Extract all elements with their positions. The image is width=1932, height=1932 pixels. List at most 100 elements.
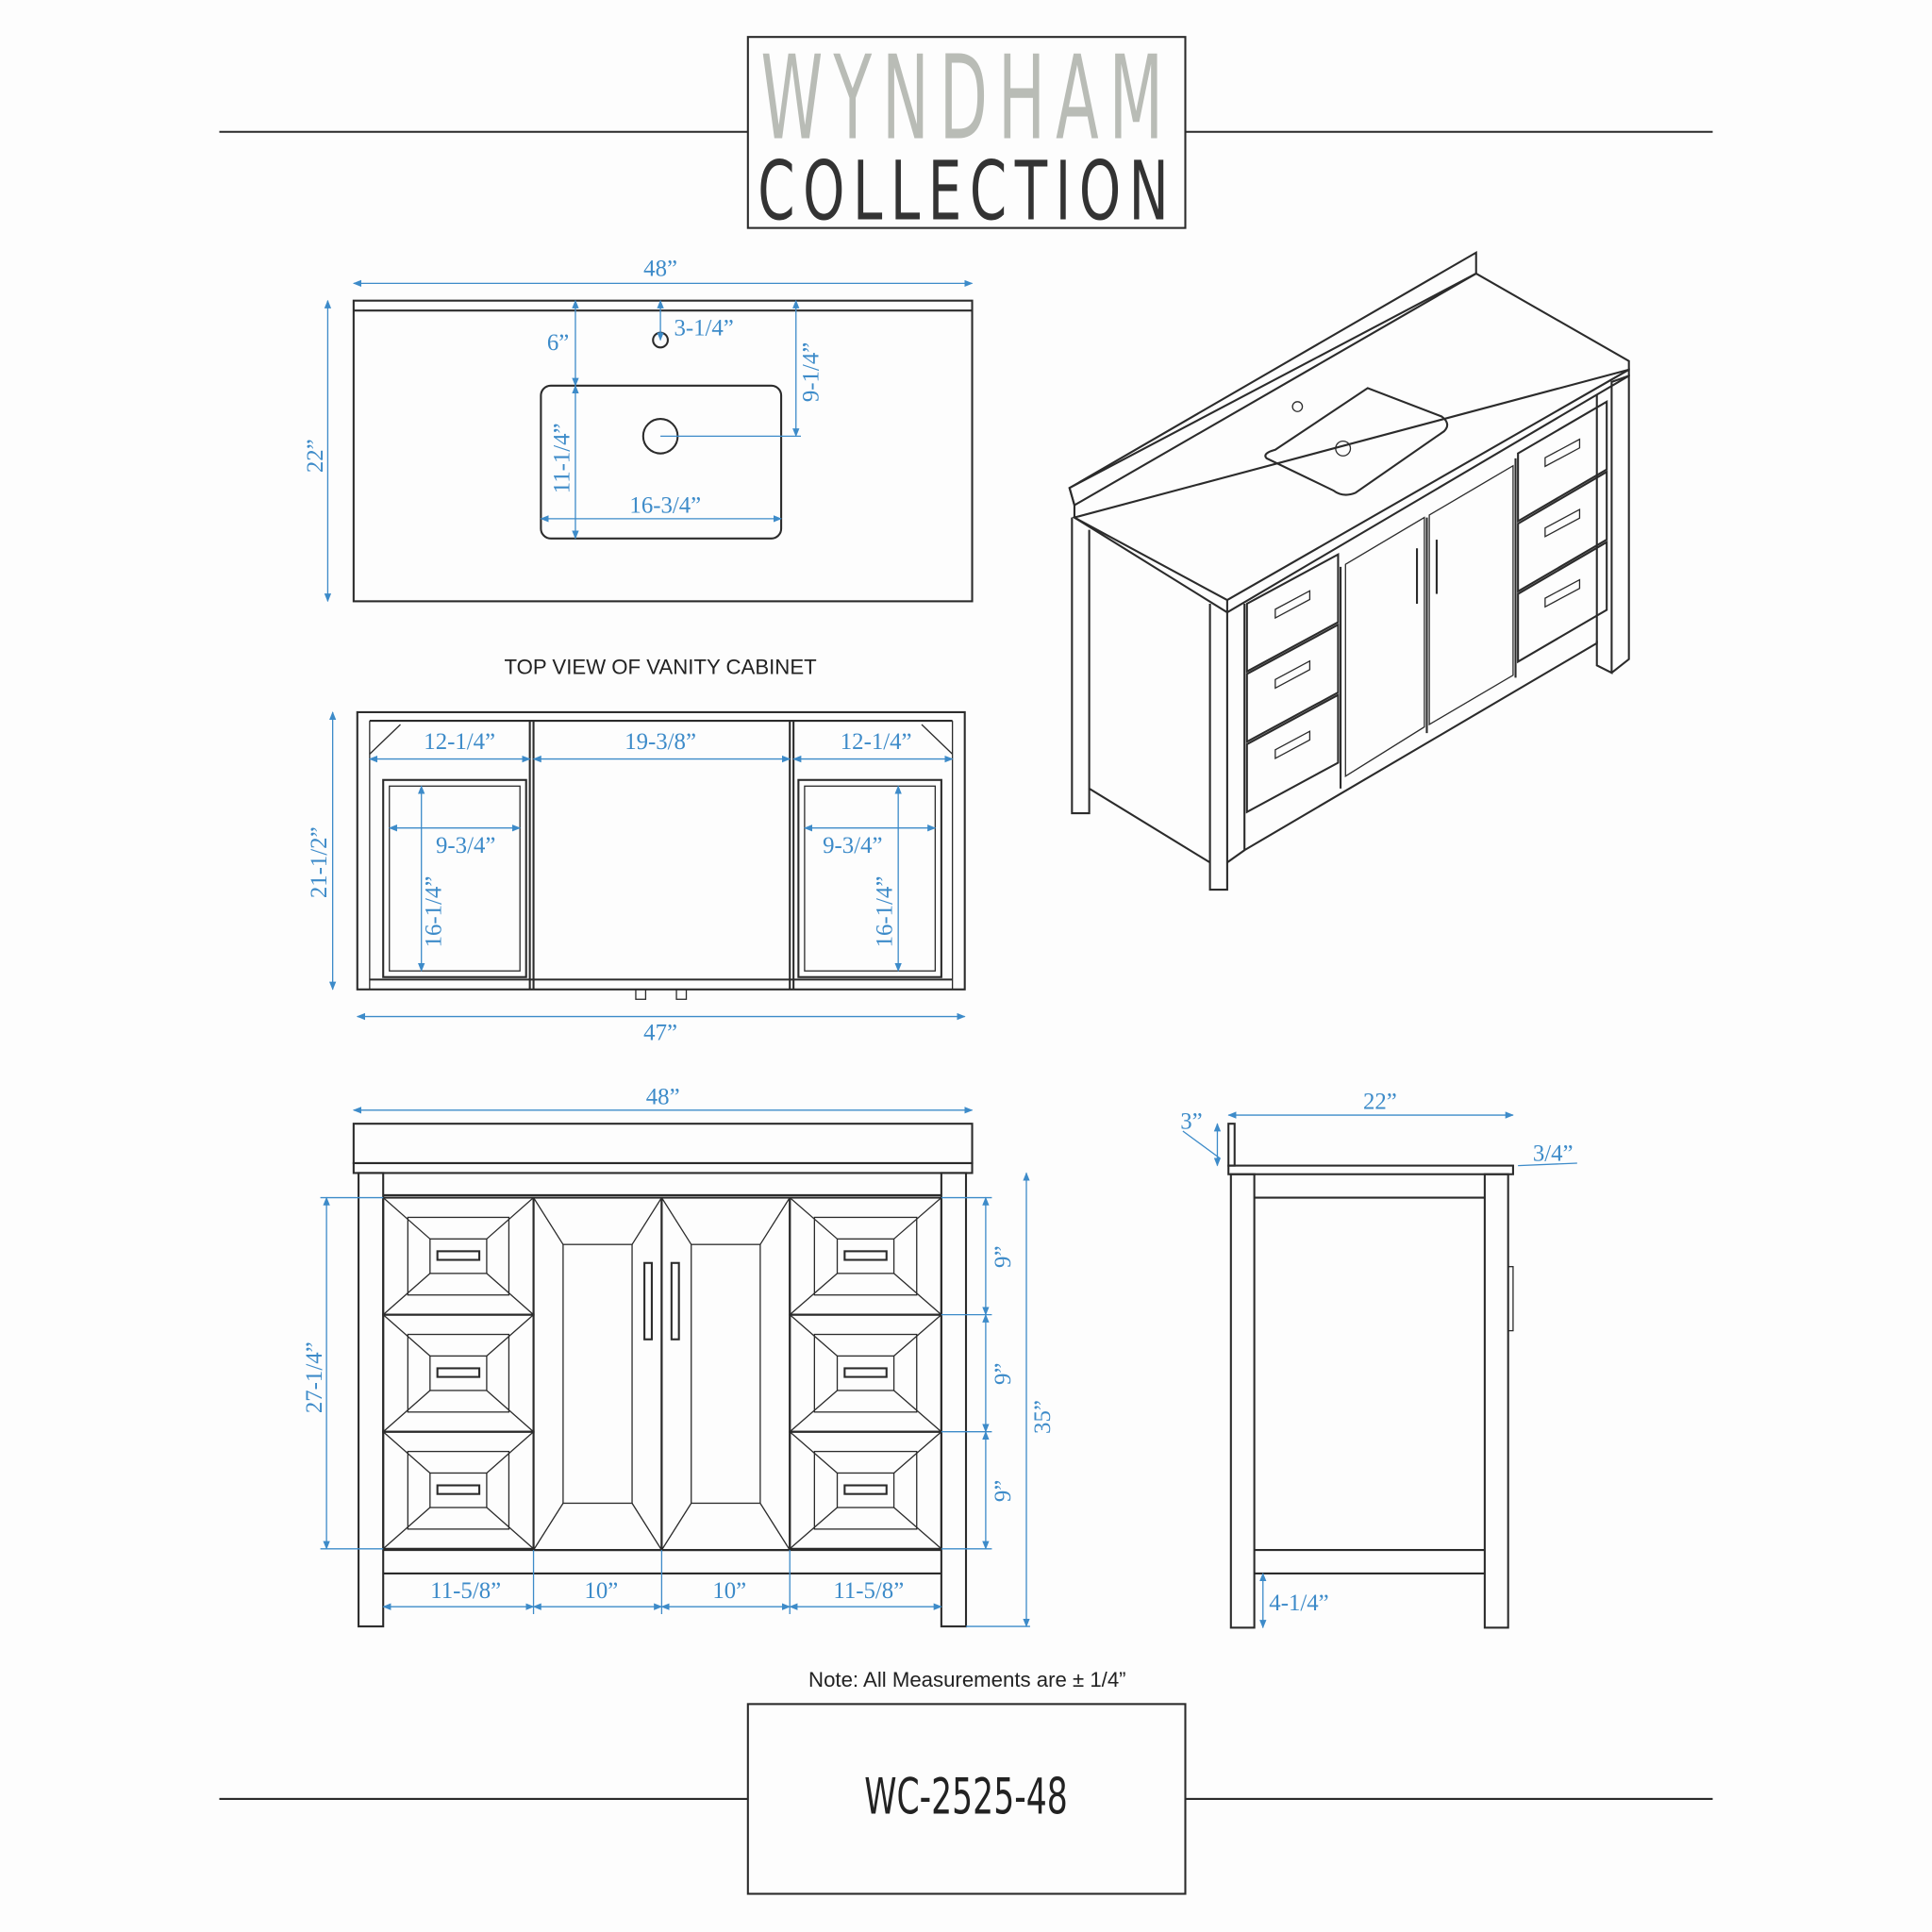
drawer-outline — [789, 1196, 942, 1316]
drawer-panel — [813, 1216, 918, 1296]
bevel-line — [382, 1314, 431, 1357]
dim-cabinet-height: 27-1/4” — [302, 1341, 327, 1413]
door-handle-icon — [670, 1261, 680, 1341]
bevel-line — [759, 1503, 791, 1551]
front-view-drawing: 48” 27-1/4” 35” 9” 9” 9” 11-5/8” 10” 10”… — [302, 1084, 1056, 1628]
bevel-line — [486, 1197, 534, 1240]
door-handle-icon — [643, 1261, 653, 1341]
bevel-line — [789, 1390, 838, 1433]
bevel-line — [486, 1273, 534, 1316]
perspective-drawer — [1517, 470, 1608, 593]
dim-top-thickness: 3/4” — [1533, 1141, 1574, 1166]
drawer-outline — [382, 1430, 535, 1550]
dim-right-drawer-depth: 16-1/4” — [873, 876, 898, 948]
dim-top-width: 48” — [643, 257, 677, 282]
drawer-front — [789, 1430, 942, 1550]
drawer-handle-icon — [1274, 590, 1311, 620]
bevel-line — [486, 1314, 534, 1357]
drawer-outline — [1517, 470, 1608, 593]
drawer-handle-icon — [1274, 659, 1311, 690]
dim-drawer-height-3: 9” — [991, 1480, 1016, 1502]
drawer-handle-icon — [843, 1484, 888, 1495]
drawer-outline — [382, 1196, 535, 1316]
drawer-outline — [1245, 553, 1340, 674]
brand-logo-collection: COLLECTION — [758, 144, 1176, 239]
perspective-drawer — [1245, 553, 1340, 674]
drawer-outline — [1245, 692, 1340, 814]
dim-bottom-width-1: 11-5/8” — [430, 1578, 501, 1604]
drawer-front — [382, 1430, 535, 1550]
dim-left-drawer-depth: 16-1/4” — [422, 876, 447, 948]
drawer-outline — [1517, 399, 1608, 524]
dim-backsplash: 3” — [1180, 1108, 1202, 1134]
door-front — [660, 1196, 791, 1552]
bevel-line — [893, 1273, 942, 1316]
drawer-panel — [813, 1450, 918, 1530]
dim-left-drawer-width: 9-3/4” — [436, 833, 495, 858]
dim-drawer-height-2: 9” — [991, 1363, 1016, 1385]
drawer-outline — [789, 1430, 942, 1550]
dim-sink-depth: 11-1/4” — [549, 423, 575, 493]
dim-bottom-width-2: 10” — [584, 1578, 618, 1604]
dim-side-depth: 22” — [1363, 1090, 1397, 1115]
bevel-line — [789, 1431, 838, 1474]
bevel-line — [893, 1197, 942, 1240]
bevel-line — [759, 1197, 791, 1245]
side-view-drawing: 22” 3” 3/4” 4-1/4” — [1180, 1090, 1577, 1629]
dim-bottom-width-4: 11-5/8” — [833, 1578, 904, 1604]
dim-faucet-offset: 3-1/4” — [674, 315, 733, 341]
drawer-center-panel — [836, 1355, 895, 1391]
door-outline — [532, 1196, 663, 1552]
drawer-center-panel — [429, 1472, 488, 1508]
dim-cabinet-width: 47” — [643, 1020, 677, 1045]
model-number: WC-2525-48 — [864, 1770, 1068, 1826]
drawer-handle-icon — [436, 1250, 481, 1261]
door-outline — [660, 1196, 791, 1552]
drawer-outline — [1517, 540, 1608, 664]
bevel-line — [893, 1431, 942, 1474]
bevel-line — [789, 1197, 838, 1240]
drawer-panel — [407, 1450, 510, 1530]
bevel-line — [486, 1507, 534, 1550]
dim-right-drawer-width: 9-3/4” — [823, 833, 882, 858]
perspective-drawer — [1245, 692, 1340, 814]
perspective-drawer — [1517, 540, 1608, 664]
bevel-line — [532, 1503, 564, 1551]
drawer-center-panel — [429, 1355, 488, 1391]
drawer-handle-icon — [1544, 508, 1581, 538]
drawer-front — [789, 1196, 942, 1316]
dim-total-height: 35” — [1030, 1400, 1056, 1434]
bevel-line — [789, 1273, 838, 1316]
dim-drawer-height-1: 9” — [991, 1246, 1016, 1268]
door-panel — [562, 1243, 633, 1505]
drawer-panel — [407, 1216, 510, 1296]
bevel-line — [382, 1390, 431, 1433]
bevel-line — [660, 1503, 692, 1551]
drawer-outline — [789, 1313, 942, 1433]
dim-center-section: 19-3/8” — [625, 729, 696, 755]
drawer-outline — [1245, 623, 1340, 744]
drawer-center-panel — [429, 1238, 488, 1274]
drawer-front — [382, 1313, 535, 1433]
model-footer: WC-2525-48 — [219, 1703, 1713, 1895]
brand-header: WYNDHAM COLLECTION — [219, 30, 1713, 239]
drawer-panel — [813, 1333, 918, 1413]
bevel-line — [486, 1431, 534, 1474]
bevel-line — [893, 1314, 942, 1357]
dim-sink-offset: 6” — [547, 330, 569, 356]
dim-left-section: 12-1/4” — [424, 729, 495, 755]
drawer-outline — [382, 1313, 535, 1433]
drawer-front — [789, 1313, 942, 1433]
perspective-drawer — [1517, 399, 1608, 524]
drawer-handle-icon — [436, 1367, 481, 1378]
bevel-line — [660, 1197, 692, 1245]
dim-top-depth: 22” — [303, 439, 328, 473]
drawer-handle-icon — [843, 1250, 888, 1261]
drawer-handle-icon — [1274, 730, 1311, 760]
perspective-drawing — [1068, 250, 1630, 891]
door-front — [532, 1196, 663, 1552]
bevel-line — [631, 1503, 662, 1551]
measurement-note: Note: All Measurements are ± 1/4” — [808, 1668, 1126, 1691]
drawer-center-panel — [836, 1472, 895, 1508]
